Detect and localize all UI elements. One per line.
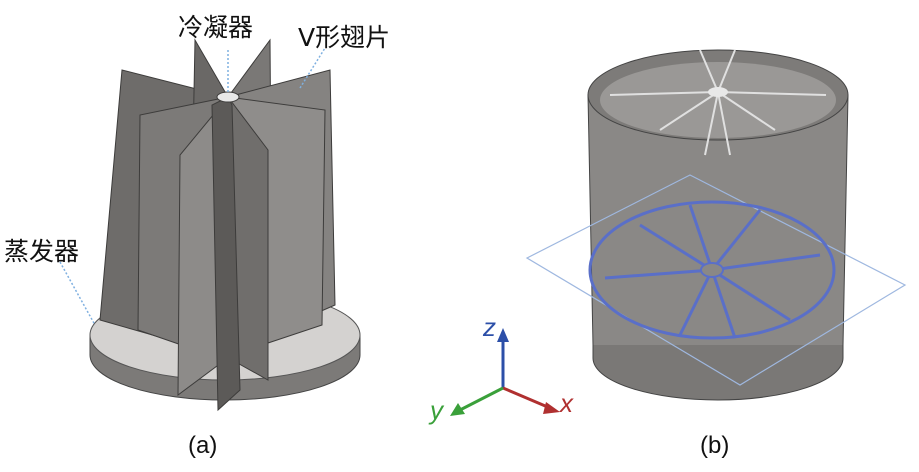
cylinder-housing: [587, 49, 849, 401]
y-axis-label: y: [430, 395, 443, 425]
sketch-plane: [525, 174, 907, 386]
v-fins: [99, 38, 336, 412]
axis-triad: [450, 328, 560, 416]
v-fin-label: V形翅片: [298, 23, 391, 52]
x-axis-label: x: [560, 388, 573, 418]
caption-b: (b): [700, 432, 730, 459]
condenser-label: 冷凝器: [178, 13, 254, 42]
caption-a: (a): [188, 432, 218, 459]
z-axis-label: z: [483, 312, 496, 342]
evaporator-label: 蒸发器: [4, 237, 80, 266]
leader-lines: [59, 47, 326, 326]
